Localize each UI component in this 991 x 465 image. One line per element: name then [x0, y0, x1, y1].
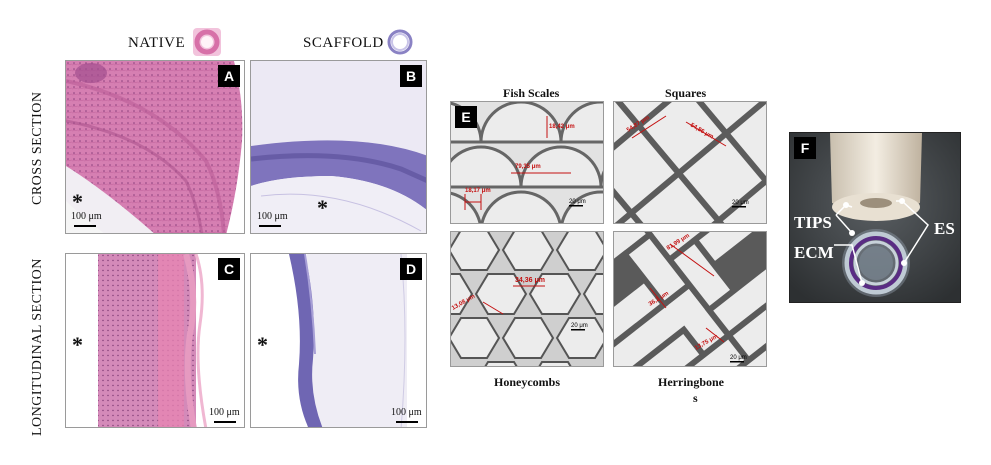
honeycombs-title: Honeycombs: [494, 375, 560, 389]
fish-measure-1: 18,42 μm: [549, 124, 575, 130]
scaffold-tube-photo: [790, 133, 960, 302]
panel-c-tag: C: [218, 258, 240, 280]
scaffold-arc-image: [251, 61, 426, 233]
honeycomb-scale-label: 20 μm: [571, 323, 588, 329]
panel-a-scale-bar: [74, 225, 96, 227]
herringbones-title-wrap: s: [693, 391, 698, 405]
panel-c-scale-label: 100 μm: [209, 407, 240, 418]
fish-measure-2: 79,35 μm: [515, 164, 541, 170]
panel-f-photo: F TIPS ECM ES: [789, 132, 961, 303]
panel-e-tag: E: [455, 106, 477, 128]
herring-scale-label: 20 μm: [730, 355, 747, 361]
panel-b-scale-bar: [259, 225, 281, 227]
tips-label: TIPS: [794, 213, 832, 232]
panel-c-scale-bar: [214, 421, 236, 423]
panel-d-scaffold-longitudinal: D * 100 μm: [250, 253, 427, 428]
es-label: ES: [934, 219, 955, 238]
panel-d-scale-bar: [396, 421, 418, 423]
native-header: NATIVE: [128, 35, 186, 51]
panel-c-asterisk: *: [72, 332, 83, 357]
native-ring-icon: [192, 27, 222, 57]
he-tissue-strip-image: [98, 254, 208, 427]
honeycomb-measure-1: 34,36 μm: [515, 277, 545, 284]
he-tissue-arc-image: [66, 61, 243, 233]
fish-measure-3: 18,17 μm: [465, 188, 491, 194]
squares-scale-label: 20 μm: [732, 200, 749, 206]
panel-f-tag: F: [794, 137, 816, 159]
squares-micrograph: 54,87 μm 54,86 μm 20 μm: [613, 101, 767, 224]
panel-b-asterisk: *: [317, 195, 328, 220]
squares-title: Squares: [665, 86, 707, 100]
panel-c-native-longitudinal: C * 100 μm: [65, 253, 245, 428]
scaffold-header: SCAFFOLD: [303, 35, 384, 51]
panel-a-scale-label: 100 μm: [71, 211, 102, 222]
ecm-label: ECM: [794, 243, 834, 262]
panel-d-asterisk: *: [257, 332, 268, 357]
herringbones-micrograph: 81,99 μm 36,2 μm 13,75 μm 20 μm: [613, 231, 767, 367]
panel-a-asterisk: *: [72, 189, 83, 214]
panel-a-tag: A: [218, 65, 240, 87]
scaffold-strip-image: [289, 254, 407, 427]
panel-b-scale-label: 100 μm: [257, 211, 288, 222]
panel-d-tag: D: [400, 258, 422, 280]
panel-d-scale-label: 100 μm: [391, 407, 422, 418]
cross-section-label: CROSS SECTION: [30, 91, 45, 205]
panel-b-scaffold-cross: B * 100 μm: [250, 60, 427, 234]
fish-scales-title: Fish Scales: [503, 86, 560, 100]
fish-scale-label: 20 μm: [569, 199, 586, 205]
panel-a-native-cross: A * 100 μm: [65, 60, 245, 234]
herringbones-title: Herringbone: [658, 375, 724, 389]
fish-scales-micrograph: 18,42 μm 79,35 μm 18,17 μm 20 μm E: [450, 101, 604, 224]
scaffold-ring-icon: [385, 27, 415, 57]
panel-b-tag: B: [400, 65, 422, 87]
longitudinal-section-label: LONGITUDINAL SECTION: [30, 258, 45, 436]
honeycombs-micrograph: 34,36 μm 13,08 μm 20 μm: [450, 231, 604, 367]
